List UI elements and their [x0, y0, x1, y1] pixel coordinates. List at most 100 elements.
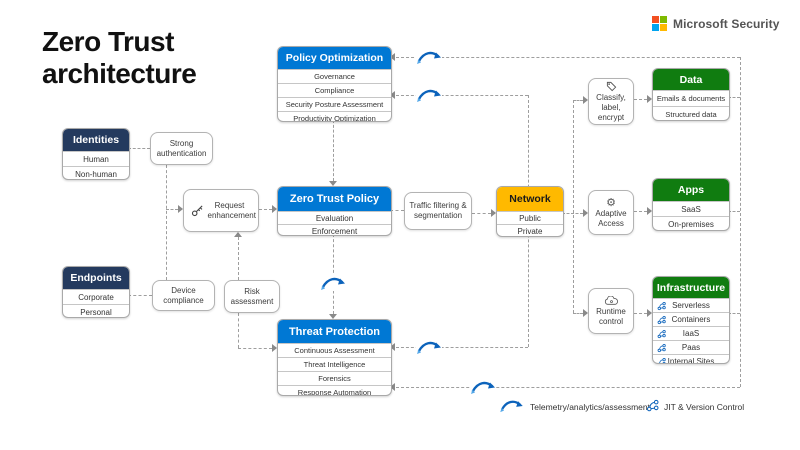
telemetry-icon [416, 87, 442, 103]
box-row: Forensics [278, 371, 391, 385]
box-header: Threat Protection [278, 320, 391, 343]
jit-icon [657, 343, 666, 352]
note-label: Runtime control [596, 306, 626, 326]
box-row: Enforcement [278, 224, 391, 235]
box-header: Apps [653, 179, 729, 201]
box-header: Policy Optimization [278, 47, 391, 69]
arrowhead [647, 309, 652, 317]
telemetry-icon [470, 379, 496, 395]
box-zero-trust-policy: Zero Trust Policy Evaluation Enforcement [277, 186, 392, 236]
key-icon [191, 204, 204, 217]
note-classify-label-encrypt: Classify, label, encrypt [588, 78, 634, 125]
arrowhead [272, 205, 277, 213]
telemetry-line [396, 57, 740, 58]
box-row-label: IaaS [682, 329, 700, 338]
arrowhead [272, 344, 277, 352]
connector-line [238, 313, 239, 348]
telemetry-line [396, 347, 528, 348]
arrowhead [647, 95, 652, 103]
box-row: Continuous Assessment [278, 343, 391, 357]
connector-line [390, 210, 404, 211]
arrowhead [647, 207, 652, 215]
microsoft-logo: Microsoft Security [652, 16, 780, 31]
jit-legend-icon [646, 399, 659, 412]
box-row: Containers [653, 312, 729, 326]
box-row-label: Internal Sites [667, 357, 715, 364]
box-row: On-premises [653, 216, 729, 230]
telemetry-line [396, 387, 740, 388]
connector-line [333, 234, 334, 314]
arrowhead [583, 96, 588, 104]
jit-icon [657, 301, 666, 310]
connector-line [573, 100, 583, 101]
box-row: Paas [653, 340, 729, 354]
legend-jit-label: JIT & Version Control [664, 402, 745, 412]
box-header: Endpoints [63, 267, 129, 289]
connector-line [728, 313, 740, 314]
box-row: Human [63, 151, 129, 166]
note-device-compliance: Device compliance [152, 280, 215, 311]
brand-name: Microsoft Security [673, 16, 780, 31]
arrowhead [390, 383, 395, 391]
telemetry-line [396, 95, 528, 96]
box-row: Personal [63, 304, 129, 317]
connector-line [573, 100, 574, 313]
box-row: Non-human [63, 166, 129, 179]
jit-icon [657, 329, 666, 338]
box-row: Compliance [278, 83, 391, 97]
connector-line [634, 313, 647, 314]
box-row: Serverless [653, 298, 729, 312]
connector-line [562, 213, 583, 214]
note-label: Risk assessment [230, 286, 274, 306]
arrowhead [390, 91, 395, 99]
telemetry-icon [416, 339, 442, 355]
box-header: Infrastructure [653, 277, 729, 298]
connector-line [166, 165, 167, 280]
note-request-enhancement: Request enhancement [183, 189, 259, 232]
box-row: Private [497, 224, 563, 236]
jit-icon [657, 315, 666, 324]
connector-line [238, 237, 239, 280]
box-data: Data Emails & documents Structured data [652, 68, 730, 121]
box-row-label: Containers [671, 315, 711, 324]
connector-line [740, 57, 741, 387]
arrowhead [329, 314, 337, 319]
gear-icon: ⚙ [606, 195, 616, 209]
note-label: Strong authentication [156, 138, 207, 158]
box-row: Response Automation [278, 385, 391, 395]
note-traffic-filtering: Traffic filtering & segmentation [404, 192, 472, 230]
note-risk-assessment: Risk assessment [224, 280, 280, 313]
note-adaptive-access: ⚙ Adaptive Access [588, 190, 634, 235]
box-row: Productivity Optimization [278, 111, 391, 121]
box-header: Zero Trust Policy [278, 187, 391, 211]
arrowhead [583, 309, 588, 317]
box-header: Network [497, 187, 563, 211]
cloud-icon [604, 295, 619, 306]
arrowhead [583, 209, 588, 217]
arrowhead [491, 209, 496, 217]
box-row-label: Paas [681, 343, 701, 352]
box-threat-protection: Threat Protection Continuous Assessment … [277, 319, 392, 396]
connector-line [573, 313, 583, 314]
box-identities: Identities Human Non-human [62, 128, 130, 180]
note-label: Request enhancement [207, 200, 256, 220]
connector-line [728, 97, 740, 98]
note-strong-authentication: Strong authentication [150, 132, 213, 165]
telemetry-icon [320, 275, 346, 291]
arrowhead [178, 205, 183, 213]
connector-line [259, 209, 272, 210]
arrowhead [390, 53, 395, 61]
note-label: Classify, label, encrypt [596, 92, 626, 122]
box-infrastructure: Infrastructure Serverless Containers Iaa… [652, 276, 730, 364]
note-runtime-control: Runtime control [588, 288, 634, 334]
box-row: Evaluation [278, 211, 391, 224]
arrowhead [390, 343, 395, 351]
connector-line [728, 211, 740, 212]
box-row: Security Posture Assessment [278, 97, 391, 111]
connector-line [128, 295, 152, 296]
connector-line [238, 348, 272, 349]
box-row: Corporate [63, 289, 129, 304]
box-network: Network Public Private [496, 186, 564, 237]
connector-line [472, 213, 491, 214]
box-endpoints: Endpoints Corporate Personal [62, 266, 130, 318]
